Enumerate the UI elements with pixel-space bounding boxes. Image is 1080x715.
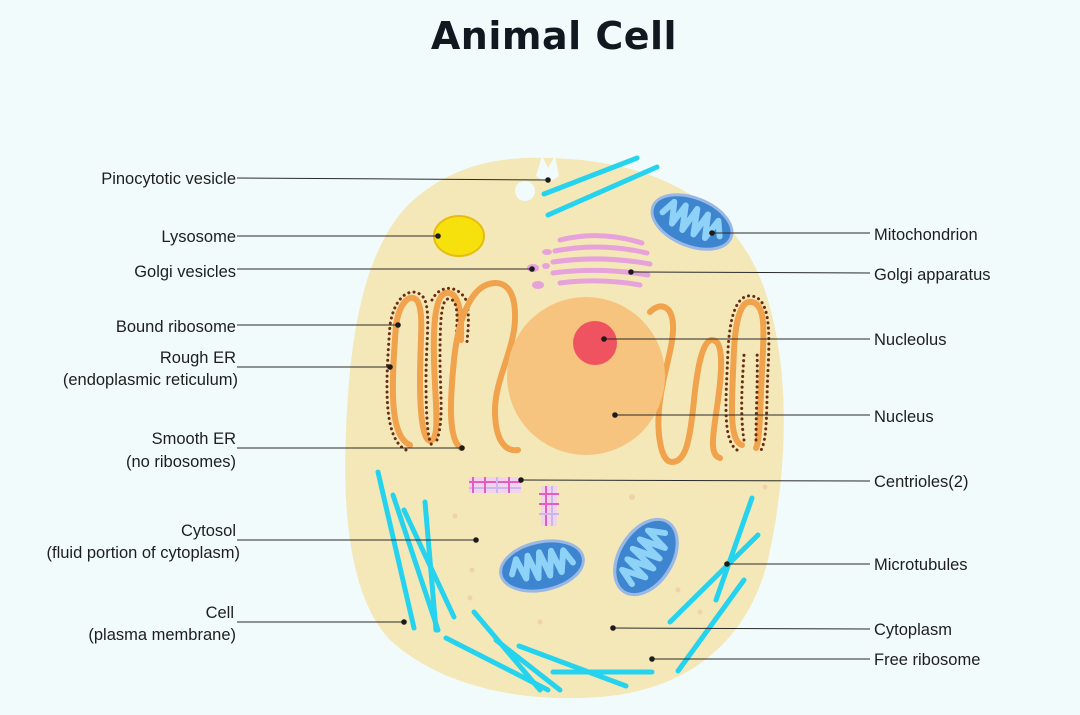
rough-er-right bbox=[724, 294, 771, 454]
label-cytosol-detail: (fluid portion of cytoplasm) bbox=[47, 544, 241, 562]
nucleus bbox=[507, 297, 665, 455]
diagram-title: Animal Cell bbox=[430, 14, 678, 58]
microtubules-bottom bbox=[375, 469, 761, 693]
microtubules-top bbox=[541, 155, 660, 218]
label-microtubules: Microtubules bbox=[874, 556, 968, 574]
smooth-er-left bbox=[447, 280, 521, 454]
lysosome bbox=[433, 215, 485, 257]
cytoplasm-specks bbox=[452, 484, 768, 625]
label-rough-er-detail: (endoplasmic reticulum) bbox=[63, 371, 238, 389]
label-lysosome: Lysosome bbox=[161, 228, 236, 246]
label-smooth-er-detail: (no ribosomes) bbox=[126, 453, 236, 471]
nucleolus bbox=[573, 321, 617, 365]
label-golgi-vesicles: Golgi vesicles bbox=[134, 263, 236, 281]
pinocytotic-vesicle bbox=[515, 156, 559, 201]
label-smooth-er: Smooth ER bbox=[152, 430, 236, 448]
leader-lines bbox=[236, 177, 871, 660]
centrioles bbox=[469, 477, 559, 526]
label-free-ribosome: Free ribosome bbox=[874, 651, 980, 669]
label-nucleus: Nucleus bbox=[874, 408, 934, 426]
label-rough-er: Rough ER bbox=[160, 349, 236, 367]
label-cell: Cell bbox=[206, 604, 234, 622]
labels-right: Mitochondrion Golgi apparatus Nucleolus … bbox=[874, 226, 991, 669]
label-bound-ribosome: Bound ribosome bbox=[116, 318, 236, 336]
labels-left: Pinocytotic vesicle Lysosome Golgi vesic… bbox=[47, 170, 241, 644]
label-mitochondrion: Mitochondrion bbox=[874, 226, 978, 244]
label-cytosol: Cytosol bbox=[181, 522, 236, 540]
golgi-apparatus bbox=[550, 233, 653, 288]
label-pinocytotic-vesicle: Pinocytotic vesicle bbox=[101, 170, 236, 188]
label-nucleolus: Nucleolus bbox=[874, 331, 946, 349]
label-centrioles: Centrioles(2) bbox=[874, 473, 968, 491]
leader-dots bbox=[387, 177, 730, 662]
smooth-er-right bbox=[647, 303, 725, 465]
label-golgi-apparatus: Golgi apparatus bbox=[874, 266, 991, 284]
label-cell-detail: (plasma membrane) bbox=[88, 626, 236, 644]
label-cytoplasm: Cytoplasm bbox=[874, 621, 952, 639]
